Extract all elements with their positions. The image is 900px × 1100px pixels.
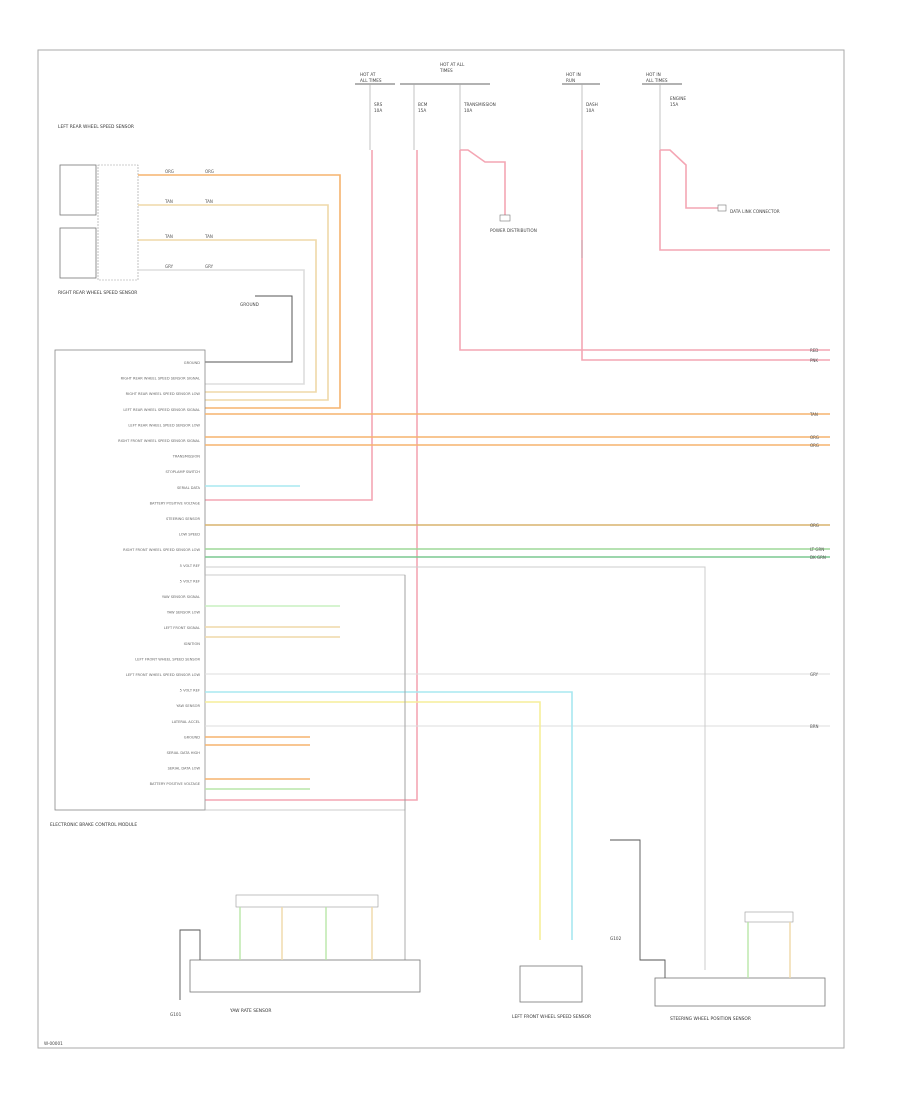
ebcm-pin-11: STEERING SENSOR (166, 517, 201, 521)
ebcm-pin-4: LEFT REAR WHEEL SPEED SENSOR SIGNAL (123, 408, 200, 412)
edge-label-9: GRY (810, 672, 819, 677)
diagram-id: W-00001 (44, 1041, 63, 1046)
fuse-4-top: HOT IN (566, 72, 581, 77)
ebcm-pin-1: GROUND (184, 361, 200, 365)
wire-org-1: ORG (165, 169, 174, 174)
fuse-5-top2: ALL TIMES (646, 78, 668, 83)
fuse-group: HOT AT ALL TIMES SRS 10A HOT AT ALL TIME… (355, 62, 686, 150)
wire-tan-3: TAN (164, 234, 173, 239)
fuse-2-top: HOT AT ALL (440, 62, 465, 67)
lf-sensor-label: LEFT FRONT WHEEL SPEED SENSOR (512, 1014, 591, 1020)
ebcm-pin-17: YAW SENSOR LOW (167, 611, 201, 615)
fuse-1-top: HOT AT (360, 72, 376, 77)
top-ground: GROUND (205, 295, 293, 363)
fuse-5-label: ENGINE (670, 96, 686, 101)
ground-1-label: G101 (170, 1012, 182, 1017)
fuse-2: HOT AT ALL TIMES BCM 15A TRANSMISSION 10… (400, 62, 496, 150)
steering-wire (205, 566, 706, 970)
edge-label-5: ORG (810, 443, 819, 448)
fuse-5-sub: 15A (670, 102, 678, 107)
ground-ref-label: GROUND (240, 302, 259, 307)
yaw-sensor: YAW RATE SENSOR G101 (170, 575, 421, 1017)
ebcm-pin-7: TRANSMISSION (172, 455, 201, 459)
ebcm-pin-12: LOW SPEED (179, 533, 200, 537)
edge-labels: RED PNK TAN ORG ORG ORG LT GRN DK GRN GR… (809, 348, 826, 729)
fuse-2-sub: 15A (418, 108, 426, 113)
ground-2-label: G102 (610, 936, 622, 941)
fuse-1-top2: ALL TIMES (360, 78, 382, 83)
steering-sensor: STEERING WHEEL POSITION SENSOR G102 (610, 839, 826, 1022)
edge-label-2: PNK (810, 358, 818, 363)
wire-tan-4: TAN (204, 234, 213, 239)
ebcm-pin-5: LEFT REAR WHEEL SPEED SENSOR LOW (128, 423, 200, 427)
ebcm-pin-8: STOPLAMP SWITCH (165, 470, 200, 474)
ebcm-pin-19: IGNITION (184, 642, 201, 646)
ebcm-pin-18: LEFT FRONT SIGNAL (164, 626, 200, 630)
ebcm-pin-23: YAW SENSOR (176, 704, 200, 708)
power-wires (205, 149, 830, 801)
sensor-wires (138, 174, 341, 409)
fuse-4-top2: RUN (566, 78, 575, 83)
fuse-2-label: BCM (418, 102, 428, 107)
ebcm-pin-list: GROUND RIGHT REAR WHEEL SPEED SENSOR SIGN… (118, 361, 201, 786)
ebcm-pin-9: SERIAL DATA (177, 486, 201, 490)
fuse-1-label: SRS (374, 102, 383, 107)
ebcm-pin-15: 5 VOLT REF (180, 579, 200, 583)
ebcm-pin-27: SERIAL DATA LOW (168, 767, 201, 771)
sensor-wire-labels: ORG ORG TAN TAN TAN TAN GRY GRY (164, 169, 214, 269)
ebcm-label: ELECTRONIC BRAKE CONTROL MODULE (50, 822, 137, 828)
wire-tan-2: TAN (204, 199, 213, 204)
fuse-5-top: HOT IN (646, 72, 661, 77)
ebcm-pin-20: LEFT FRONT WHEEL SPEED SENSOR (135, 657, 200, 661)
ebcm-pin-14: 5 VOLT REF (180, 564, 200, 568)
edge-label-4: ORG (810, 435, 819, 440)
yaw-sensor-label: YAW RATE SENSOR (229, 1008, 271, 1014)
ebcm-pin-22: 5 VOLT REF (180, 689, 200, 693)
fuse-4: HOT IN RUN DASH 10A (562, 72, 600, 150)
fuse-2-top2: TIMES (439, 68, 453, 73)
power-dist-label: POWER DISTRIBUTION (490, 228, 537, 233)
ebcm-pin-2: RIGHT REAR WHEEL SPEED SENSOR SIGNAL (121, 377, 200, 381)
rear-sensors: LEFT REAR WHEEL SPEED SENSOR RIGHT REAR … (58, 124, 139, 296)
steering-sensor-label: STEERING WHEEL POSITION SENSOR (670, 1016, 751, 1022)
ebcm-pin-28: BATTERY POSITIVE VOLTAGE (150, 782, 201, 786)
right-wires (205, 413, 830, 727)
edge-label-10: BRN (810, 724, 819, 729)
wire-gry-2: GRY (205, 264, 214, 269)
ebcm-pin-10: BATTERY POSITIVE VOLTAGE (150, 501, 201, 505)
edge-label-1: RED (810, 348, 818, 353)
lf-sensor-wires (205, 691, 573, 940)
ebcm-pin-16: YAW SENSOR SIGNAL (162, 595, 200, 599)
fuse-3-label: TRANSMISSION (463, 102, 496, 107)
diagram-frame (37, 49, 845, 1049)
ebcm-pin-26: SERIAL DATA HIGH (167, 751, 201, 755)
ebcm-pin-24: LATERAL ACCEL (172, 720, 200, 724)
edge-label-6: ORG (810, 523, 819, 528)
data-link-label: DATA LINK CONNECTOR (730, 209, 780, 214)
ebcm-pin-6: RIGHT FRONT WHEEL SPEED SENSOR SIGNAL (118, 439, 200, 443)
serial-wires (205, 485, 340, 790)
fuse-1-sub: 10A (374, 108, 382, 113)
edge-label-3: TAN (809, 412, 818, 417)
ebcm-pin-25: GROUND (184, 735, 200, 739)
lf-sensor: LEFT FRONT WHEEL SPEED SENSOR (512, 965, 591, 1020)
ebcm-pin-13: RIGHT FRONT WHEEL SPEED SENSOR LOW (123, 548, 200, 552)
edge-label-7: LT GRN (810, 547, 824, 552)
right-rear-sensor-label: RIGHT REAR WHEEL SPEED SENSOR (58, 290, 137, 296)
wire-tan-1: TAN (164, 199, 173, 204)
ebcm-pin-3: RIGHT REAR WHEEL SPEED SENSOR LOW (126, 392, 201, 396)
edge-label-8: DK GRN (810, 555, 826, 560)
top-connectors: POWER DISTRIBUTION DATA LINK CONNECTOR (490, 204, 780, 258)
ebcm-pin-21: LEFT FRONT WHEEL SPEED SENSOR LOW (126, 673, 201, 677)
wire-org-2: ORG (205, 169, 214, 174)
fuse-4-label: DASH (586, 102, 598, 107)
left-rear-sensor-label: LEFT REAR WHEEL SPEED SENSOR (58, 124, 134, 130)
fuse-3-sub: 10A (464, 108, 472, 113)
fuse-5: HOT IN ALL TIMES ENGINE 15A (642, 72, 686, 150)
wire-gry-1: GRY (165, 264, 174, 269)
ebcm-module: ELECTRONIC BRAKE CONTROL MODULE (50, 349, 406, 828)
fuse-4-sub: 10A (586, 108, 594, 113)
fuse-1: HOT AT ALL TIMES SRS 10A (355, 72, 395, 150)
